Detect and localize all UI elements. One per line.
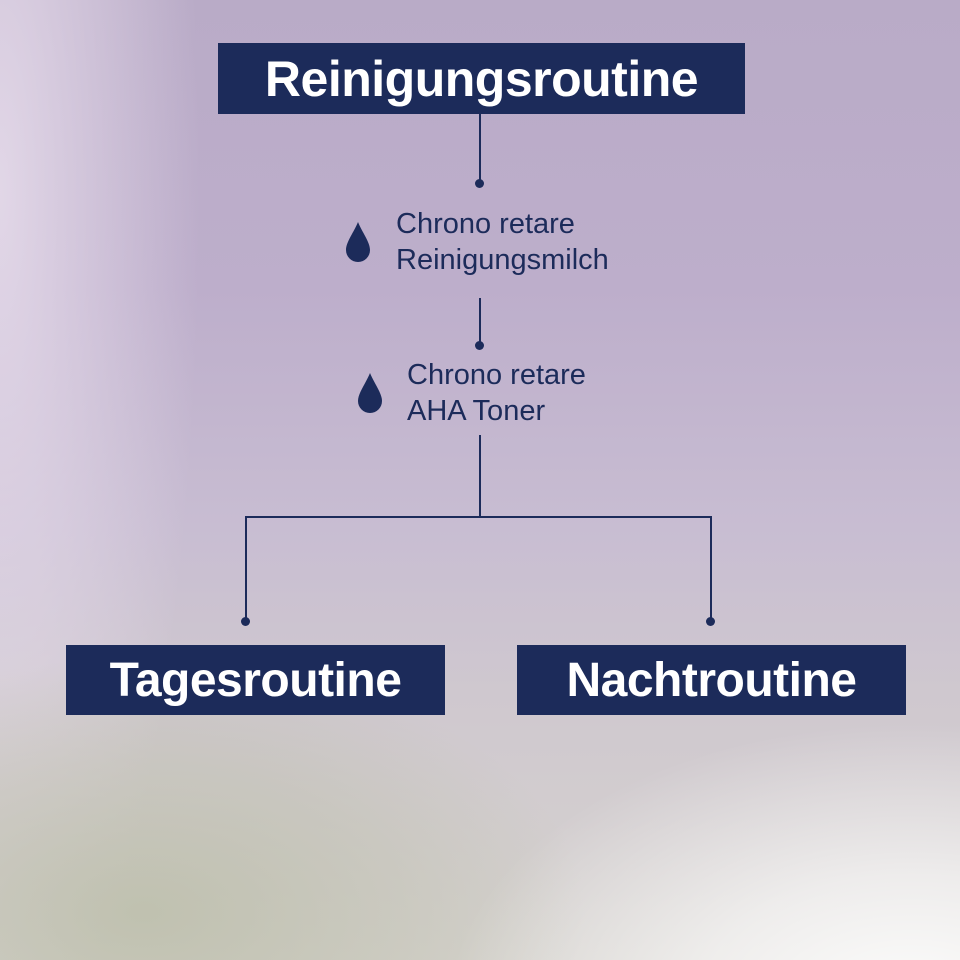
step-label-line1: Chrono retare [407, 359, 586, 391]
connector-branch-right [710, 516, 712, 620]
connector-step1-to-step2 [479, 298, 481, 344]
night-routine-node: Nachtroutine [517, 645, 906, 715]
connector-dot [475, 341, 484, 350]
connector-step2-to-branch [479, 435, 481, 518]
connector-branch-horizontal [245, 516, 712, 518]
day-routine-node: Tagesroutine [66, 645, 445, 715]
connector-dot [475, 179, 484, 188]
connector-dot [706, 617, 715, 626]
step-label-line1: Chrono retare [396, 208, 575, 240]
step-node-aha-toner: Chrono retare AHA Toner [357, 357, 586, 429]
water-drop-icon [346, 222, 370, 262]
step-node-cleansing-milk: Chrono retare Reinigungsmilch [345, 206, 609, 278]
connector-dot [241, 617, 250, 626]
step-label-line2: AHA Toner [407, 395, 546, 427]
root-node-title: Reinigungsroutine [218, 43, 745, 114]
connector-branch-left [245, 516, 247, 620]
water-drop-icon [358, 373, 382, 413]
step-label: Chrono retare Reinigungsmilch [396, 206, 609, 278]
step-label: Chrono retare AHA Toner [407, 357, 586, 429]
step-label-line2: Reinigungsmilch [396, 244, 609, 276]
connector-root-to-step1 [479, 114, 481, 184]
